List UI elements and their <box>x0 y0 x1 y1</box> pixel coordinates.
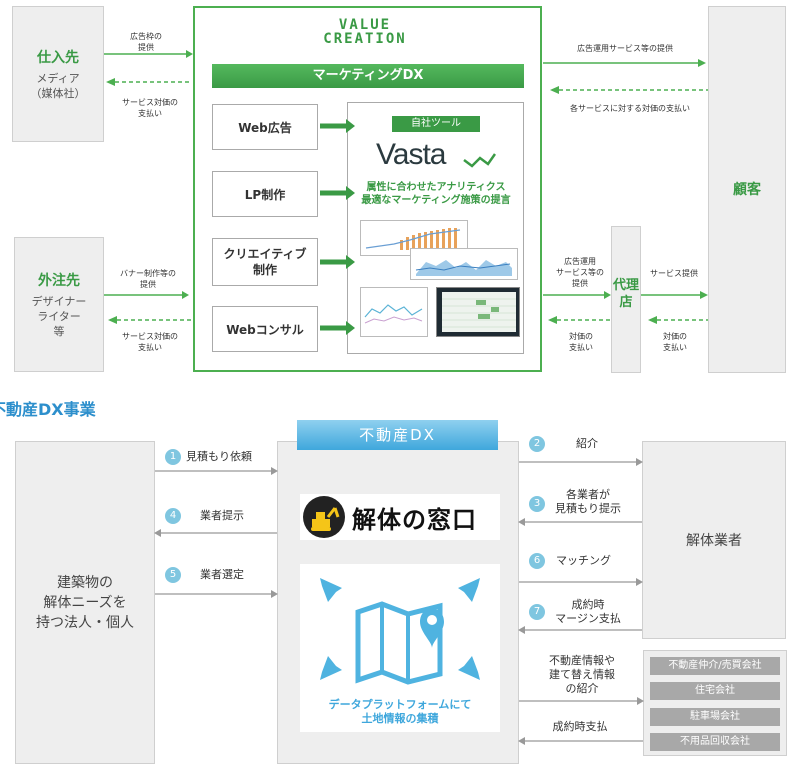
info-introduction-label: 不動産情報や 建て替え情報 の紹介 <box>549 654 615 695</box>
supplier-title: 仕入先 <box>37 50 79 66</box>
tool-badge-label: 自社ツール <box>411 118 461 129</box>
data-platform-card: データプラットフォームにて 土地情報の集積 <box>300 564 500 732</box>
service-web-ad: Web広告 <box>212 104 318 150</box>
agency-title: 代理 店 <box>612 278 639 310</box>
service-label: Web広告 <box>238 120 292 135</box>
marketing-dx-frame <box>193 6 542 372</box>
step-4-badge: 4 <box>165 508 181 524</box>
commission-label: 成約時支払 <box>552 720 608 733</box>
step-3-label: 各業者が 見積もり提示 <box>555 488 621 515</box>
client-label: 建築物の 解体ニーズを 持つ法人・個人 <box>36 574 134 631</box>
label-ad-ops-service-2: 広告運用 サービス等の 提供 <box>556 257 604 288</box>
logo-line1: VALUE <box>338 17 392 33</box>
section-title: 不動産DX事業 <box>0 400 96 419</box>
outsource-box: 外注先 デザイナー ライター 等 <box>14 237 104 372</box>
supplier-subtitle: メディア （媒体社） <box>30 72 86 100</box>
step-5-label: 業者選定 <box>200 568 244 581</box>
realestate-dx-banner-label: 不動産DX <box>359 426 436 444</box>
step-2-label: 紹介 <box>576 437 598 450</box>
dashboard-chart-2 <box>410 248 518 280</box>
label-ad-ops-service: 広告運用サービス等の提供 <box>577 44 673 53</box>
step-1-label: 見積もり依頼 <box>186 450 252 463</box>
value-creation-logo: VALUE CREATION <box>290 18 440 46</box>
company-housing: 住宅会社 <box>650 682 780 700</box>
service-label: Webコンサル <box>226 322 304 337</box>
platform-line1: データプラットフォームにて <box>328 698 472 711</box>
label-payment-for-services: 各サービスに対する対価の支払い <box>570 104 690 113</box>
dashboard-table <box>436 287 520 337</box>
banner-label: マーケティングDX <box>312 68 424 83</box>
step-7-label: 成約時 マージン支払 <box>555 598 621 625</box>
step-1-badge: 1 <box>165 449 181 465</box>
step-3-badge: 3 <box>529 496 545 512</box>
step-6-label: マッチング <box>556 554 611 567</box>
label-service-provision: サービス提供 <box>650 269 698 278</box>
top-flow-arrows <box>104 50 708 324</box>
service-lp: LP制作 <box>212 171 318 217</box>
label-service-payment-1: サービス対価の 支払い <box>122 98 178 118</box>
label-banner-production: バナー制作等の 提供 <box>120 269 176 289</box>
step-2-badge: 2 <box>529 436 545 452</box>
vasta-logo-text: Vasta <box>376 138 446 171</box>
logo-line2: CREATION <box>323 31 407 47</box>
customer-box: 顧客 <box>708 6 786 373</box>
realestate-dx-banner: 不動産DX <box>297 420 498 450</box>
kaitai-logo-text: 解体の窓口 <box>352 505 477 534</box>
dashboard-chart-3 <box>360 287 428 337</box>
demolition-contractor-box: 解体業者 <box>642 441 786 639</box>
tool-description: 属性に合わせたアナリティクス 最適なマーケティング施策の提言 <box>350 181 522 207</box>
step-6-badge: 6 <box>529 553 545 569</box>
client-box: 建築物の 解体ニーズを 持つ法人・個人 <box>15 441 155 764</box>
company-parking: 駐車場会社 <box>650 708 780 726</box>
vasta-check-icon <box>463 153 496 168</box>
company-junk-removal: 不用品回収会社 <box>650 733 780 751</box>
contractor-label: 解体業者 <box>686 533 742 549</box>
service-creative: クリエイティブ 制作 <box>212 238 318 286</box>
service-web-consult: Webコンサル <box>212 306 318 352</box>
agency-box: 代理 店 <box>611 226 641 373</box>
platform-description: データプラットフォームにて 土地情報の集積 <box>300 698 500 726</box>
vasta-logo: Vasta <box>376 138 496 172</box>
label-payment-customer: 対価の 支払い <box>663 332 687 352</box>
label-service-payment-2: サービス対価の 支払い <box>122 332 178 352</box>
tool-desc-line2: 最適なマーケティング施策の提言 <box>361 195 511 206</box>
excavator-icon <box>303 496 345 538</box>
company-real-estate: 不動産仲介/売買会社 <box>650 657 780 675</box>
step-7-badge: 7 <box>529 604 545 620</box>
marketing-dx-banner: マーケティングDX <box>212 64 524 88</box>
kaitai-logo-card: 解体の窓口 <box>300 494 500 540</box>
map-pin-icon <box>320 578 480 685</box>
step-5-badge: 5 <box>165 567 181 583</box>
label-payment-agency: 対価の 支払い <box>569 332 593 352</box>
service-arrows <box>320 119 355 335</box>
platform-line2: 土地情報の集積 <box>361 712 439 725</box>
supplier-box: 仕入先 メディア （媒体社） <box>12 6 104 142</box>
tool-desc-line1: 属性に合わせたアナリティクス <box>366 182 506 193</box>
service-label: クリエイティブ 制作 <box>223 247 307 277</box>
outsource-title: 外注先 <box>38 273 80 289</box>
service-label: LP制作 <box>244 187 286 202</box>
outsource-subtitle: デザイナー ライター 等 <box>31 295 87 338</box>
label-ad-slot: 広告枠の 提供 <box>130 32 162 52</box>
tool-badge: 自社ツール <box>392 116 480 132</box>
step-4-label: 業者提示 <box>200 509 244 522</box>
customer-title: 顧客 <box>733 182 761 198</box>
